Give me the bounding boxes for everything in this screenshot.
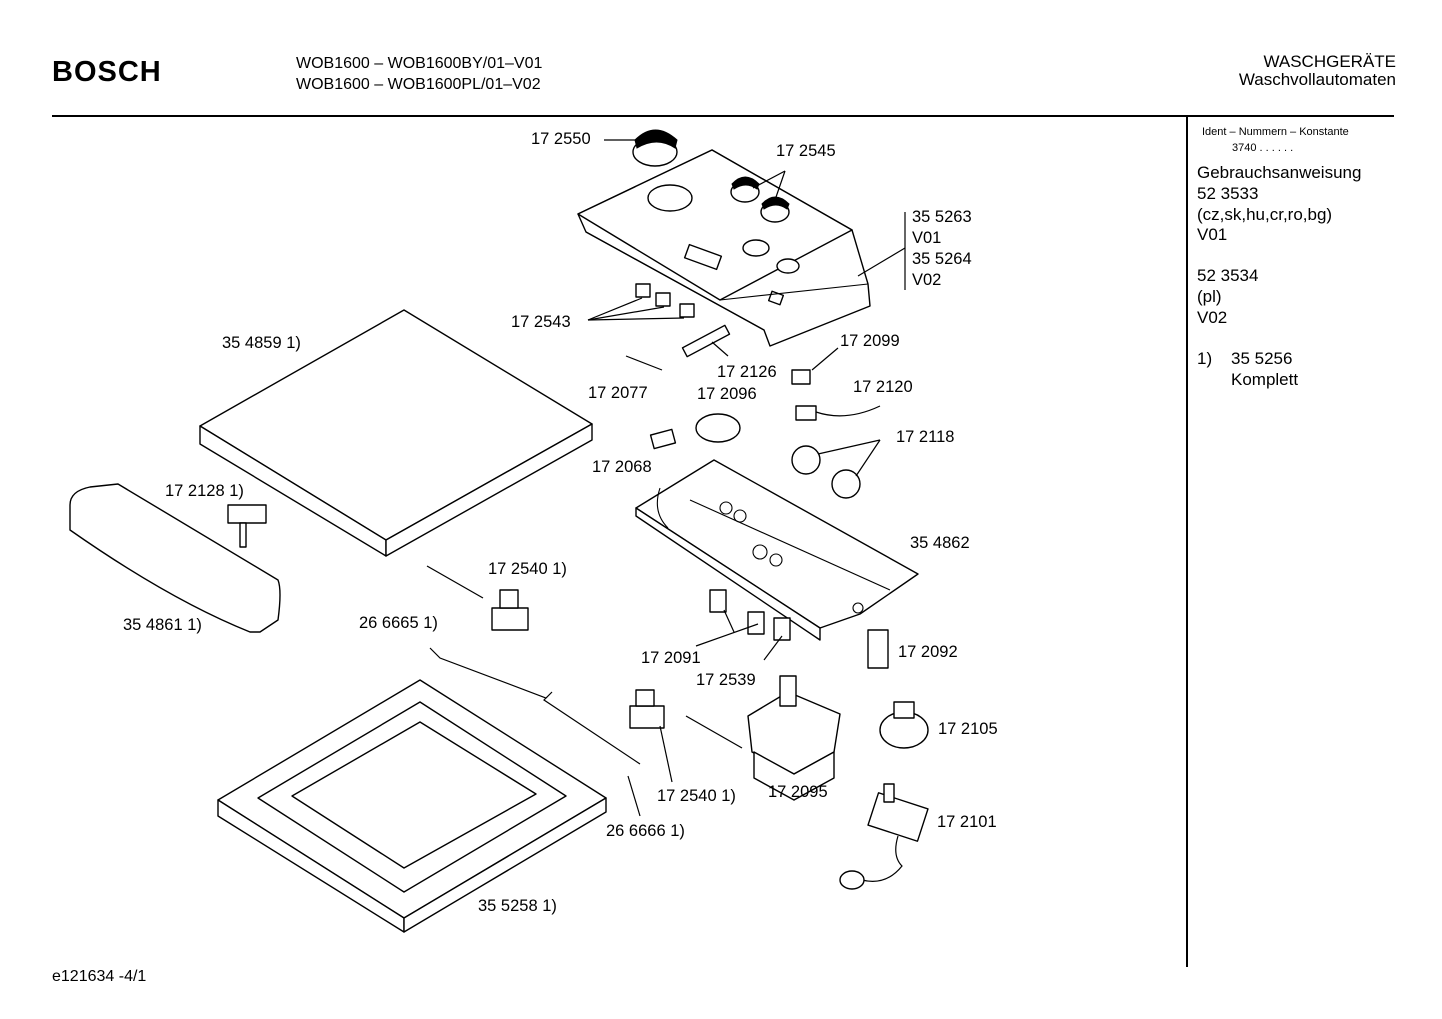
manual-version-1: V01 — [1197, 225, 1228, 244]
manual-title: Gebrauchsanweisung — [1197, 163, 1362, 182]
electronics-carrier-part — [635, 459, 919, 641]
manual-version-2: V02 — [1197, 308, 1228, 327]
door-key-part — [227, 504, 267, 548]
drawing-id: e121634 -4/1 — [52, 968, 147, 985]
knob-small-1 — [730, 176, 760, 203]
model-line-2: WOB1600 – WOB1600PL/01–V02 — [296, 76, 541, 93]
small-electronic-parts — [625, 324, 881, 499]
control-panel-part — [577, 149, 871, 347]
ident-heading: Ident – Nummern – Konstante — [1202, 126, 1349, 138]
top-cover-part — [199, 309, 593, 557]
side-panel-divider — [1186, 117, 1188, 967]
switches — [709, 589, 889, 669]
part-label-172126: 17 2126 — [717, 363, 777, 381]
knob-large — [632, 129, 678, 167]
manual-number-1: 52 3533 — [1197, 184, 1259, 203]
part-label-355258: 35 5258 1) — [478, 897, 557, 915]
part-label-355264: 35 5264 — [912, 250, 972, 268]
subcategory-title: Waschvollautomaten — [1238, 70, 1396, 89]
part-label-172101: 17 2101 — [937, 813, 997, 831]
manual-number-2: 52 3534 — [1197, 266, 1259, 285]
part-label-266666: 26 6666 1) — [606, 822, 685, 840]
programmer-part — [747, 675, 841, 801]
ident-value: 3740 . . . . . . — [1232, 142, 1294, 154]
footnote-number: 35 5256 — [1231, 349, 1293, 368]
category-title: WASCHGERÄTE — [1263, 52, 1396, 71]
part-label-172543: 17 2543 — [511, 313, 571, 331]
part-label-172540-a: 17 2540 1) — [488, 560, 567, 578]
hinge-rods — [426, 565, 743, 765]
hinge-2 — [629, 689, 665, 729]
header-divider — [52, 115, 1394, 117]
part-label-266665: 26 6665 1) — [359, 614, 438, 632]
part-label-172118: 17 2118 — [896, 428, 955, 446]
lid-frame-part — [217, 679, 607, 933]
part-label-172120: 17 2120 — [853, 378, 913, 396]
part-label-355263: 35 5263 — [912, 208, 972, 226]
part-label-354859: 35 4859 1) — [222, 334, 301, 352]
part-label-172068: 17 2068 — [592, 458, 652, 476]
part-label-172095: 17 2095 — [768, 783, 828, 801]
part-label-172128: 17 2128 1) — [165, 482, 244, 500]
front-trim-part — [69, 483, 281, 633]
hinge-1 — [491, 589, 529, 631]
thermostat-part — [839, 783, 929, 890]
part-label-v02: V02 — [912, 271, 942, 289]
part-label-172105: 17 2105 — [938, 720, 998, 738]
part-label-354861: 35 4861 1) — [123, 616, 202, 634]
push-buttons — [635, 283, 695, 318]
part-label-172545: 17 2545 — [776, 142, 836, 160]
part-label-172092: 17 2092 — [898, 643, 958, 661]
part-label-172096: 17 2096 — [697, 385, 757, 403]
part-label-354862: 35 4862 — [910, 534, 970, 552]
part-label-172077: 17 2077 — [588, 384, 648, 402]
part-label-172099: 17 2099 — [840, 332, 900, 350]
part-label-v01: V01 — [912, 229, 942, 247]
manual-languages-2: (pl) — [1197, 287, 1222, 306]
pressure-switch-part — [879, 701, 929, 749]
part-label-172540-b: 17 2540 1) — [657, 787, 736, 805]
model-line-1: WOB1600 – WOB1600BY/01–V01 — [296, 55, 543, 72]
brand-logo: BOSCH — [52, 56, 162, 88]
footnote-text: Komplett — [1231, 370, 1299, 389]
manual-languages-1: (cz,sk,hu,cr,ro,bg) — [1197, 205, 1333, 224]
knob-small-2 — [760, 196, 790, 223]
part-label-172550: 17 2550 — [531, 130, 591, 148]
leader-lines — [587, 139, 906, 817]
footnote-marker: 1) — [1197, 349, 1213, 368]
part-label-172539: 17 2539 — [696, 671, 756, 689]
part-label-172091: 17 2091 — [641, 649, 701, 667]
